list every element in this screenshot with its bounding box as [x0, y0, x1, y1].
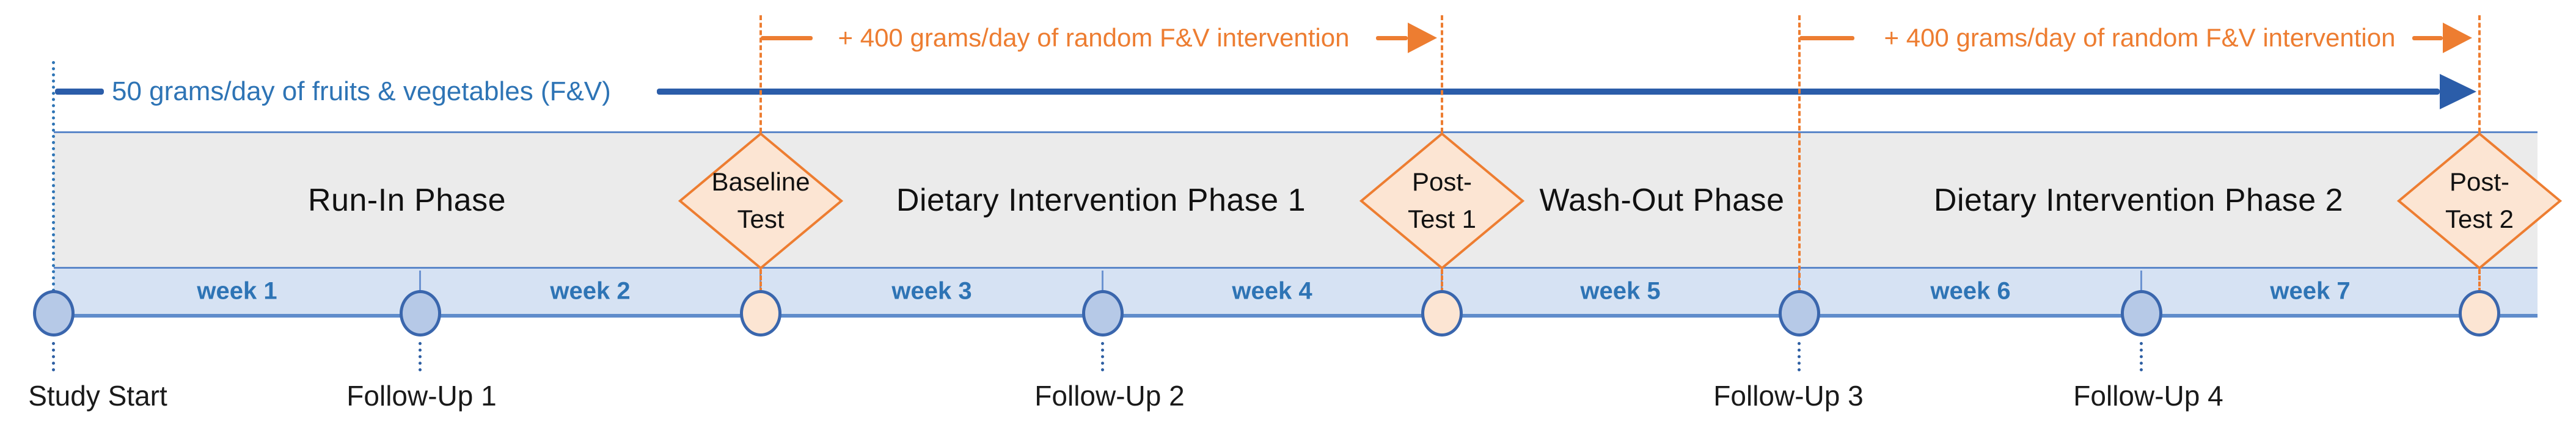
- week-4-label: week 4: [1232, 277, 1312, 305]
- post-test-1-line2: Test 1: [1407, 205, 1477, 233]
- follow-up-1-label: Follow-Up 1: [346, 380, 497, 412]
- study-start-dashed-line: [52, 61, 55, 292]
- intervention2-arrowhead-icon: [2443, 23, 2472, 53]
- post-test-2-line1: Post-: [2449, 167, 2510, 197]
- follow-up-3-stem: [1798, 342, 1801, 371]
- intervention1-start-dashed-line-lower: [759, 269, 762, 293]
- week-2-label: week 2: [550, 277, 631, 305]
- week-7-label: week 7: [2270, 277, 2351, 305]
- intervention2-start-dashed-line: [1798, 15, 1801, 293]
- blue-track-line-stub: [55, 89, 104, 95]
- phase-run-in: Run-In Phase: [308, 183, 506, 218]
- study-start-stem: [52, 342, 55, 371]
- phase-intervention-2: Dietary Intervention Phase 2: [1933, 183, 2344, 218]
- node-study-start: [33, 290, 75, 337]
- node-follow-up-4: [2121, 290, 2162, 337]
- node-follow-up-3: [1779, 290, 1820, 337]
- intervention1-start-dashed-line: [759, 15, 762, 133]
- baseline-test-diamond-label: Baseline Test: [678, 133, 843, 269]
- intervention1-end-dashed-line: [1441, 15, 1443, 133]
- post-test-1-diamond: [1359, 133, 1524, 269]
- intervention1-label: + 400 grams/day of random F&V interventi…: [838, 23, 1350, 52]
- follow-up-1-stem: [419, 342, 422, 371]
- intervention1-line-stub: [761, 36, 813, 40]
- phase-wash-out: Wash-Out Phase: [1539, 183, 1785, 218]
- intervention2-end-dashed-line-lower: [2478, 269, 2481, 293]
- study-start-label: Study Start: [28, 380, 167, 412]
- post-test-2-diamond-label: Post- Test 2: [2397, 133, 2562, 269]
- week-5-label: week 5: [1580, 277, 1661, 305]
- phase-band: [54, 131, 2538, 269]
- intervention2-line-end: [2412, 36, 2443, 40]
- intervention2-label: + 400 grams/day of random F&V interventi…: [1884, 23, 2396, 52]
- intervention2-line-stub: [1799, 36, 1854, 40]
- follow-up-3-label: Follow-Up 3: [1713, 380, 1864, 412]
- week-1-label: week 1: [197, 277, 277, 305]
- blue-track-arrowhead-icon: [2440, 74, 2476, 109]
- node-post-test-1: [1421, 290, 1463, 337]
- intervention1-line-end: [1376, 36, 1408, 40]
- intervention1-arrowhead-icon: [1408, 23, 1437, 53]
- week-6-label: week 6: [1930, 277, 2011, 305]
- blue-track-label: 50 grams/day of fruits & vegetables (F&V…: [112, 76, 611, 106]
- intervention2-end-dashed-line: [2478, 15, 2481, 133]
- post-test-2-diamond: [2397, 133, 2562, 269]
- follow-up-4-label: Follow-Up 4: [2073, 380, 2223, 412]
- phase-intervention-1: Dietary Intervention Phase 1: [896, 183, 1306, 218]
- node-baseline-test: [740, 290, 781, 337]
- blue-track-line: [657, 89, 2440, 95]
- intervention1-end-dashed-line-lower: [1441, 269, 1443, 293]
- baseline-test-line2: Test: [737, 205, 785, 233]
- follow-up-2-stem: [1101, 342, 1104, 371]
- post-test-1-diamond-label: Post- Test 1: [1359, 133, 1524, 269]
- node-post-test-2: [2459, 290, 2500, 337]
- baseline-test-line1: Baseline: [711, 167, 810, 197]
- node-follow-up-2: [1082, 290, 1124, 337]
- post-test-2-line2: Test 2: [2445, 205, 2514, 233]
- baseline-test-diamond: [678, 133, 843, 269]
- follow-up-2-label: Follow-Up 2: [1034, 380, 1185, 412]
- post-test-1-line1: Post-: [1411, 167, 1473, 197]
- node-follow-up-1: [400, 290, 441, 337]
- follow-up-4-stem: [2140, 342, 2143, 371]
- week-3-label: week 3: [891, 277, 972, 305]
